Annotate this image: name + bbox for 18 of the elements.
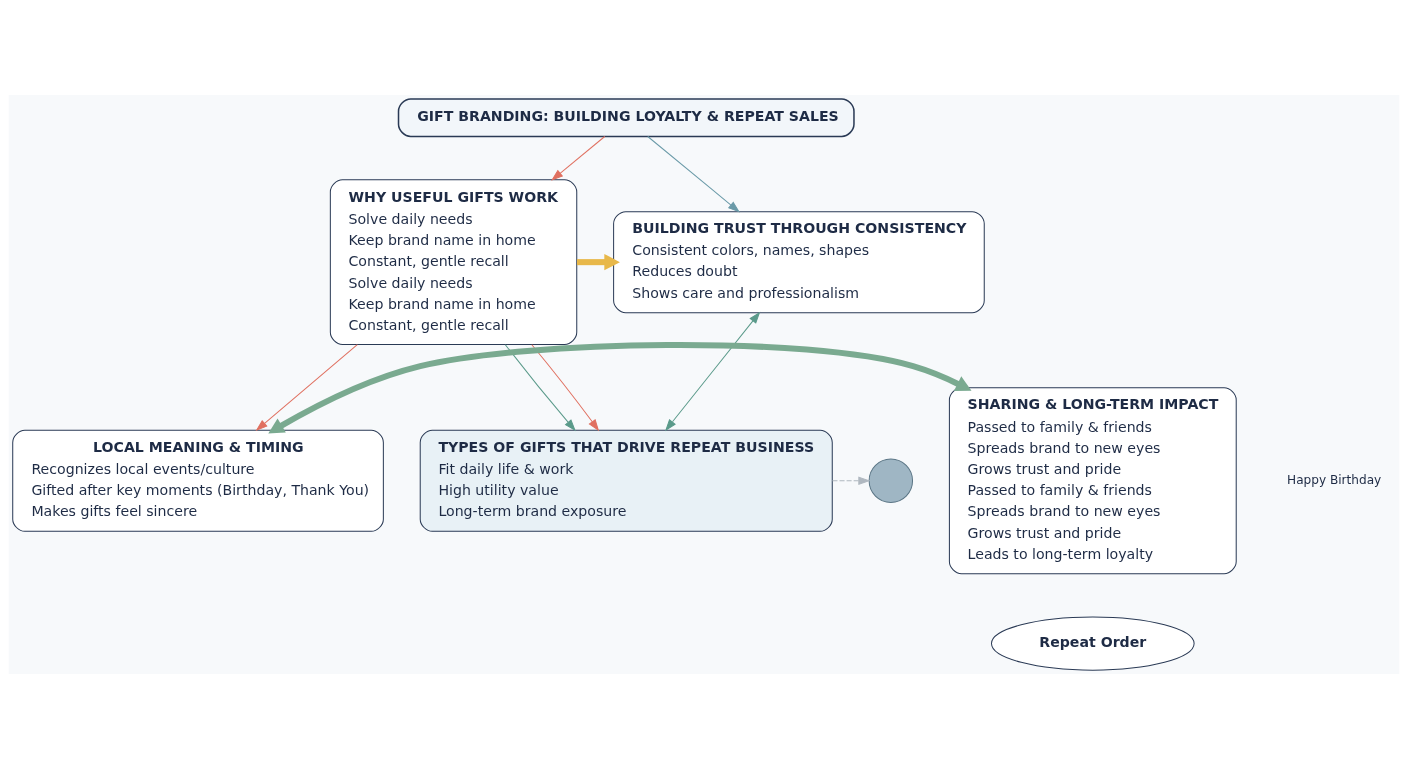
arrow (504, 343, 576, 431)
node-box: WHY USEFUL GIFTS WORK Solve daily needs Keep brand name in home Constant, gentle recall Solve daily needs Keep brand name in home Constant, gentle recall (329, 178, 578, 345)
node-box: TYPES OF GIFTS THAT DRIVE REPEAT BUSINESS Fit daily life & work High utility value Long-term brand exposure (419, 429, 833, 532)
arrow (531, 343, 600, 431)
label: Happy Birthday (1287, 472, 1382, 487)
arrow (831, 476, 871, 485)
arrow (577, 253, 620, 270)
arrow (551, 135, 606, 181)
node-box: SHARING & LONG-TERM IMPACT Passed to family & friends Spreads brand to new eyes Grows trust and pride Passed to family & friends Spreads brand to new eyes Grows trust and pride Leads to long-term loyalty (948, 386, 1237, 574)
arrow (665, 311, 761, 431)
node-box: GIFT BRANDING: BUILDING LOYALTY & REPEAT SALES (397, 97, 855, 137)
arrow (255, 343, 358, 431)
node-ellipse: Repeat Order (991, 615, 1195, 671)
node-box: LOCAL MEANING & TIMING Recognizes local events/culture Gifted after key moments (Birthday, Thank You) Makes gifts feel sincere (12, 429, 384, 532)
node-circle (868, 458, 914, 503)
arrow (647, 135, 740, 213)
node-box: BUILDING TRUST THROUGH CONSISTENCY Consistent colors, names, shapes Reduces doubt Shows care and professionalism (613, 210, 985, 313)
arrow (268, 341, 972, 433)
